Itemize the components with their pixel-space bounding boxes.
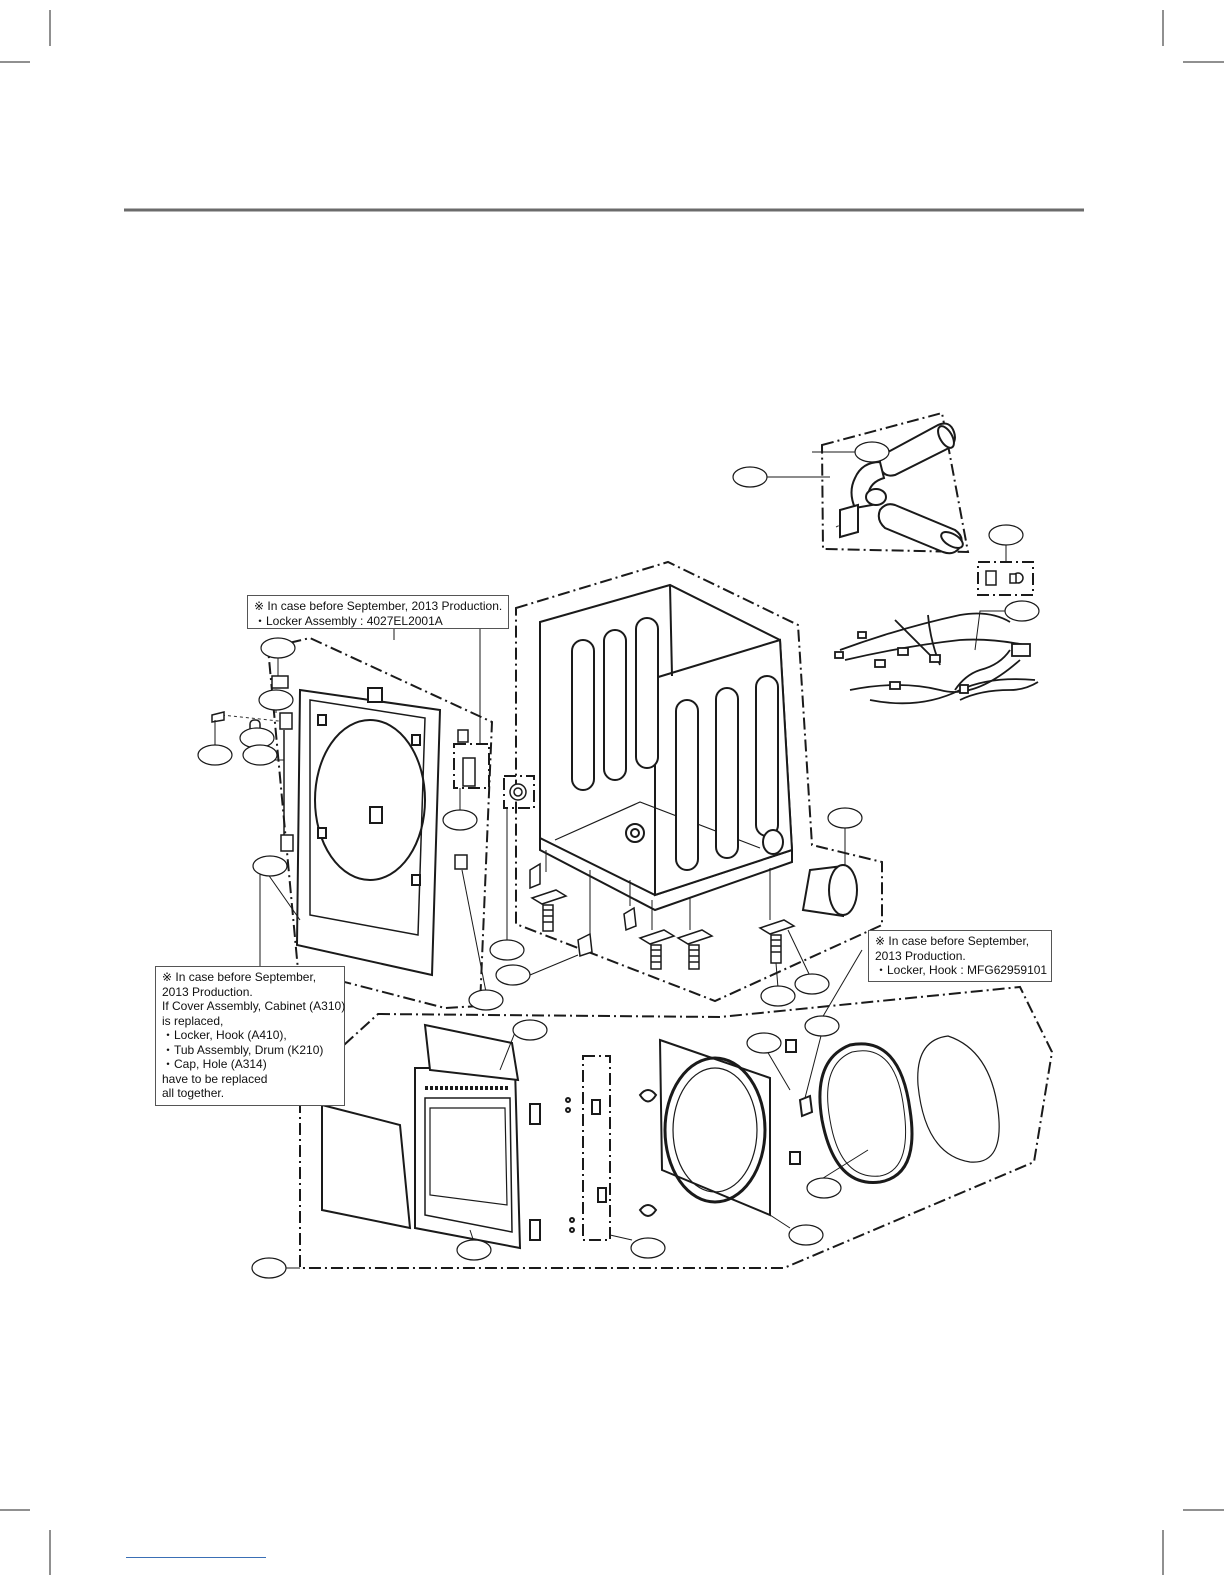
callout-cabinet bbox=[854, 441, 890, 463]
note-line: ・Locker Assembly : 4027EL2001A bbox=[254, 613, 443, 628]
foot-pad-1 bbox=[529, 862, 541, 890]
note-line: ・Tub Assembly, Drum (K210) bbox=[162, 1042, 324, 1057]
callout-exhaust-kit bbox=[732, 466, 768, 488]
note-line: all together. bbox=[162, 1086, 225, 1100]
callout-lamp bbox=[489, 939, 525, 961]
strip-box bbox=[582, 1055, 611, 1241]
hook-part bbox=[798, 1094, 814, 1118]
lamp-part bbox=[509, 783, 527, 801]
door-front-frame bbox=[414, 1067, 522, 1250]
footer-link-rule bbox=[126, 1557, 266, 1558]
callout-door-panel bbox=[251, 1257, 287, 1279]
leg-1 bbox=[530, 889, 568, 932]
callout-top-frame bbox=[252, 855, 288, 877]
callout-bracket bbox=[242, 744, 278, 766]
door-group-boundary bbox=[299, 985, 1054, 1269]
leg-2 bbox=[638, 929, 676, 970]
panel-trim-strip bbox=[423, 1023, 520, 1082]
note-line: 2013 Production. bbox=[875, 948, 966, 963]
door-parts bbox=[321, 1023, 1000, 1250]
note-line: ・Locker, Hook : MFG62959101 bbox=[875, 963, 1048, 977]
cabinet-feet-leaders bbox=[545, 850, 771, 935]
cabinet-body bbox=[539, 583, 794, 912]
callout-duct bbox=[827, 807, 863, 829]
hinge-parts bbox=[211, 675, 476, 870]
cabinet-vent-hole bbox=[762, 829, 784, 855]
note-line: have to be replaced bbox=[162, 1071, 268, 1086]
callout-front-frame bbox=[788, 1224, 824, 1246]
note-locker-assembly: ※ In case before September, 2013 Product… bbox=[247, 595, 509, 629]
wire-harness bbox=[834, 612, 1039, 705]
leg-4 bbox=[758, 919, 796, 964]
top-plate-drum-opening bbox=[314, 719, 426, 881]
callout-door-frame bbox=[456, 1239, 492, 1261]
note-line: 2013 Production. bbox=[162, 984, 253, 999]
note-locker-hook: ※ In case before September, 2013 Product… bbox=[868, 930, 1052, 982]
callout-screw-kit bbox=[988, 524, 1024, 546]
duct-part bbox=[801, 864, 858, 918]
callout-foot bbox=[468, 989, 504, 1011]
top-plate bbox=[295, 687, 442, 977]
latch-box bbox=[453, 743, 490, 789]
gasket-ring bbox=[818, 1042, 914, 1184]
note-line: ※ In case before September, bbox=[875, 934, 1030, 948]
note-line: If Cover Assembly, Cabinet (A310) bbox=[162, 999, 346, 1013]
screw-kit-parts bbox=[985, 570, 1024, 586]
top-plate-outer bbox=[295, 688, 442, 977]
door-glass bbox=[917, 1035, 1000, 1163]
callout-screw-top bbox=[197, 744, 233, 766]
exhaust-kit-boundary bbox=[820, 411, 970, 554]
note-line: ・Locker, Hook (A410), bbox=[162, 1028, 287, 1042]
callout-hinge bbox=[258, 689, 294, 711]
callout-gasket bbox=[806, 1177, 842, 1199]
callout-holder bbox=[746, 1032, 782, 1054]
callout-leg-right bbox=[794, 973, 830, 995]
callout-bubbles bbox=[197, 441, 1040, 1279]
callout-latch-strip bbox=[630, 1237, 666, 1259]
foot-pad-2 bbox=[623, 906, 637, 932]
top-plate-inner bbox=[309, 699, 426, 936]
screw-part bbox=[211, 711, 225, 723]
callout-wire-harness bbox=[1004, 600, 1040, 622]
foot-pad-3 bbox=[577, 932, 593, 958]
callout-hook bbox=[804, 1015, 840, 1037]
exhaust-elbow bbox=[850, 460, 886, 510]
callout-locker bbox=[442, 809, 478, 831]
callout-leg-mid bbox=[760, 985, 796, 1007]
exhaust-bracket bbox=[839, 503, 859, 539]
callout-leg-left bbox=[495, 964, 531, 986]
crop-marks bbox=[0, 10, 1224, 1575]
note-line: is replaced, bbox=[162, 1013, 224, 1028]
note-cover-cabinet: ※ In case before September, 2013 Product… bbox=[155, 966, 345, 1106]
door-outer-panel bbox=[321, 1103, 412, 1230]
note-line: ・Cap, Hole (A314) bbox=[162, 1057, 267, 1071]
leveling-legs bbox=[529, 862, 796, 970]
lamp-box bbox=[503, 775, 535, 809]
cabinet-base bbox=[539, 838, 793, 912]
callout-top-plate bbox=[260, 637, 296, 659]
note-line: ※ In case before September, bbox=[162, 970, 317, 984]
door-frame-part bbox=[658, 1038, 771, 1217]
note-line: ※ In case before September, 2013 Product… bbox=[254, 599, 503, 613]
exhaust-kit bbox=[839, 422, 964, 555]
leg-3 bbox=[676, 929, 714, 970]
callout-panel-trim bbox=[512, 1019, 548, 1041]
